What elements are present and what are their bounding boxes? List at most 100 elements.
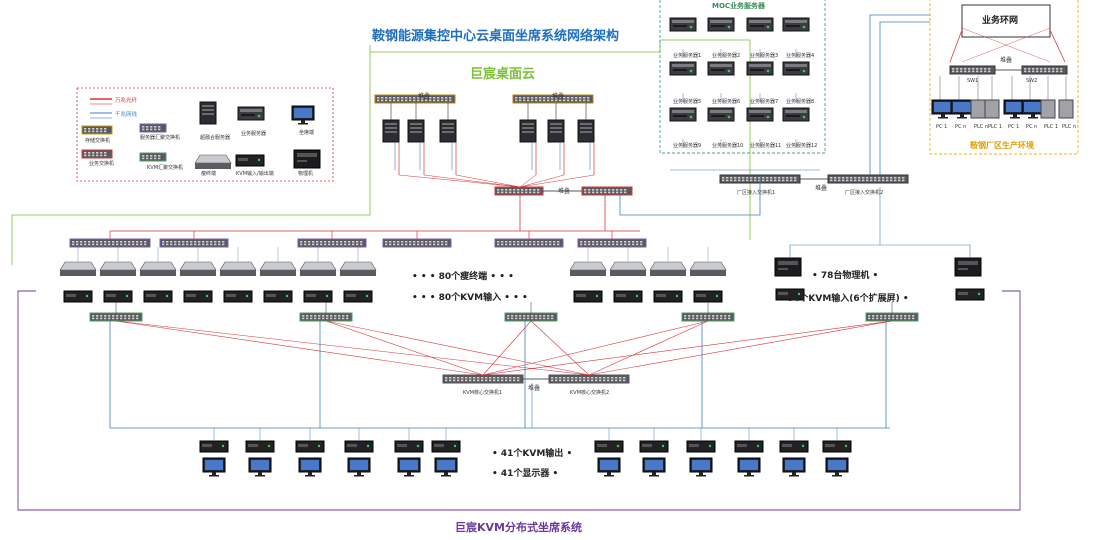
rack-front-icon bbox=[749, 110, 771, 113]
switch-port-icon bbox=[588, 241, 591, 243]
switch-port-icon bbox=[545, 243, 548, 246]
switch-port-icon bbox=[511, 315, 514, 317]
rack-slot-icon bbox=[750, 25, 764, 27]
cloud-switch-1 bbox=[374, 94, 456, 104]
rack-slot-icon bbox=[786, 115, 800, 117]
switch-port-icon bbox=[304, 241, 307, 243]
switch-port-icon bbox=[1040, 68, 1043, 70]
switch-port-icon bbox=[330, 315, 333, 317]
plant-device-1: PC 1 bbox=[936, 124, 948, 130]
kvm-input-10 bbox=[613, 290, 643, 303]
switch-port-icon bbox=[529, 189, 532, 191]
switch-port-icon bbox=[541, 241, 544, 243]
monitor-base-icon bbox=[957, 117, 967, 119]
switch-port-icon bbox=[146, 155, 149, 157]
switch-port-icon bbox=[608, 243, 611, 246]
moc-server-7: 业务服务器7 bbox=[750, 99, 779, 105]
switch-port-icon bbox=[579, 379, 582, 382]
switch-port-icon bbox=[206, 243, 209, 246]
switch-port-icon bbox=[425, 97, 428, 99]
switch-port-icon bbox=[604, 189, 607, 191]
switch-port-icon bbox=[96, 315, 99, 317]
switch-port-icon bbox=[1024, 68, 1027, 70]
switch-port-icon bbox=[104, 128, 107, 130]
factory-stack-label: 堆叠 bbox=[815, 185, 828, 192]
thin-client-base-icon bbox=[610, 270, 646, 276]
switch-port-icon bbox=[316, 241, 319, 243]
switch-port-icon bbox=[421, 97, 424, 99]
switch-port-icon bbox=[960, 68, 963, 70]
switch-port-icon bbox=[405, 243, 408, 246]
switch-port-icon bbox=[537, 241, 540, 243]
switch-port-icon bbox=[509, 379, 512, 382]
switch-port-icon bbox=[393, 99, 396, 102]
switch-port-icon bbox=[896, 317, 899, 320]
switch-port-icon bbox=[202, 241, 205, 243]
fiber-link bbox=[519, 174, 595, 188]
switch-port-icon bbox=[338, 317, 341, 320]
moc-server-icon-2 bbox=[707, 17, 735, 32]
monitor-base-icon bbox=[1028, 117, 1038, 119]
switch-port-icon bbox=[505, 377, 508, 379]
switch-port-icon bbox=[401, 97, 404, 99]
plant-device-7: PLC 1 bbox=[1044, 124, 1059, 130]
switch-port-icon bbox=[533, 189, 536, 191]
switch-port-icon bbox=[559, 377, 562, 379]
switch-port-icon bbox=[128, 241, 131, 243]
switch-port-icon bbox=[1028, 70, 1031, 73]
cloud-stack-label-2: 堆叠 bbox=[552, 93, 565, 100]
fiber-link bbox=[325, 320, 484, 376]
switch-port-icon bbox=[218, 241, 221, 243]
switch-port-icon bbox=[624, 241, 627, 243]
switch-port-icon bbox=[409, 97, 412, 99]
physical-bay-icon bbox=[297, 153, 317, 157]
switch-port-icon bbox=[579, 97, 582, 99]
switch-port-icon bbox=[615, 379, 618, 382]
switch-port-icon bbox=[616, 189, 619, 191]
switch-port-icon bbox=[563, 97, 566, 99]
monitor-screen-icon bbox=[692, 460, 710, 470]
server-bay-icon bbox=[522, 131, 534, 133]
switch-port-icon bbox=[146, 157, 149, 160]
switch-port-icon bbox=[615, 377, 618, 379]
switch-port-icon bbox=[92, 241, 95, 243]
kvm-port-icon bbox=[346, 294, 356, 297]
switch-port-icon bbox=[352, 243, 355, 246]
physical-line-2: • 84个KVM输入(6个扩展屏) • bbox=[778, 294, 909, 304]
monitor-stand-icon bbox=[308, 472, 312, 475]
kvm-led-icon bbox=[317, 444, 321, 448]
switch-port-icon bbox=[525, 241, 528, 243]
rack-led-icon bbox=[727, 69, 731, 73]
switch-port-icon bbox=[724, 315, 727, 317]
switch-port-icon bbox=[120, 241, 123, 243]
switch-port-icon bbox=[96, 241, 99, 243]
server-bay-icon bbox=[550, 127, 562, 129]
switch-port-icon bbox=[381, 99, 384, 102]
switch-port-icon bbox=[870, 179, 873, 182]
switch-port-icon bbox=[623, 377, 626, 379]
switch-port-icon bbox=[104, 152, 107, 154]
switch-port-icon bbox=[104, 243, 107, 246]
switch-port-icon bbox=[636, 241, 639, 243]
switch-port-icon bbox=[128, 315, 131, 317]
switch-port-icon bbox=[557, 241, 560, 243]
switch-port-icon bbox=[505, 379, 508, 382]
switch-port-icon bbox=[182, 241, 185, 243]
monitor-screen-icon bbox=[251, 460, 269, 470]
switch-port-icon bbox=[616, 243, 619, 246]
access-switch-1 bbox=[69, 238, 151, 248]
switch-port-icon bbox=[348, 243, 351, 246]
switch-port-icon bbox=[320, 243, 323, 246]
switch-port-icon bbox=[88, 243, 91, 246]
switch-port-icon bbox=[547, 315, 550, 317]
legend-physical-machine: 物理机 bbox=[298, 171, 314, 177]
switch-port-icon bbox=[636, 243, 639, 246]
switch-port-icon bbox=[912, 317, 915, 320]
switch-port-icon bbox=[515, 315, 518, 317]
switch-port-icon bbox=[846, 179, 849, 182]
switch-port-icon bbox=[441, 243, 444, 246]
switch-port-icon bbox=[469, 377, 472, 379]
kvm-input-1 bbox=[63, 290, 93, 303]
fiber-link bbox=[115, 320, 590, 376]
switch-port-icon bbox=[509, 377, 512, 379]
